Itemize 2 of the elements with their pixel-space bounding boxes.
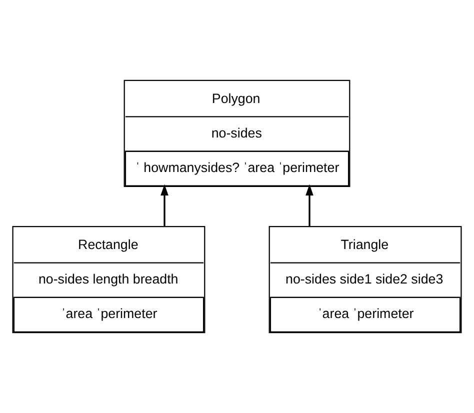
arrow <box>160 184 168 226</box>
arrow <box>306 184 314 226</box>
